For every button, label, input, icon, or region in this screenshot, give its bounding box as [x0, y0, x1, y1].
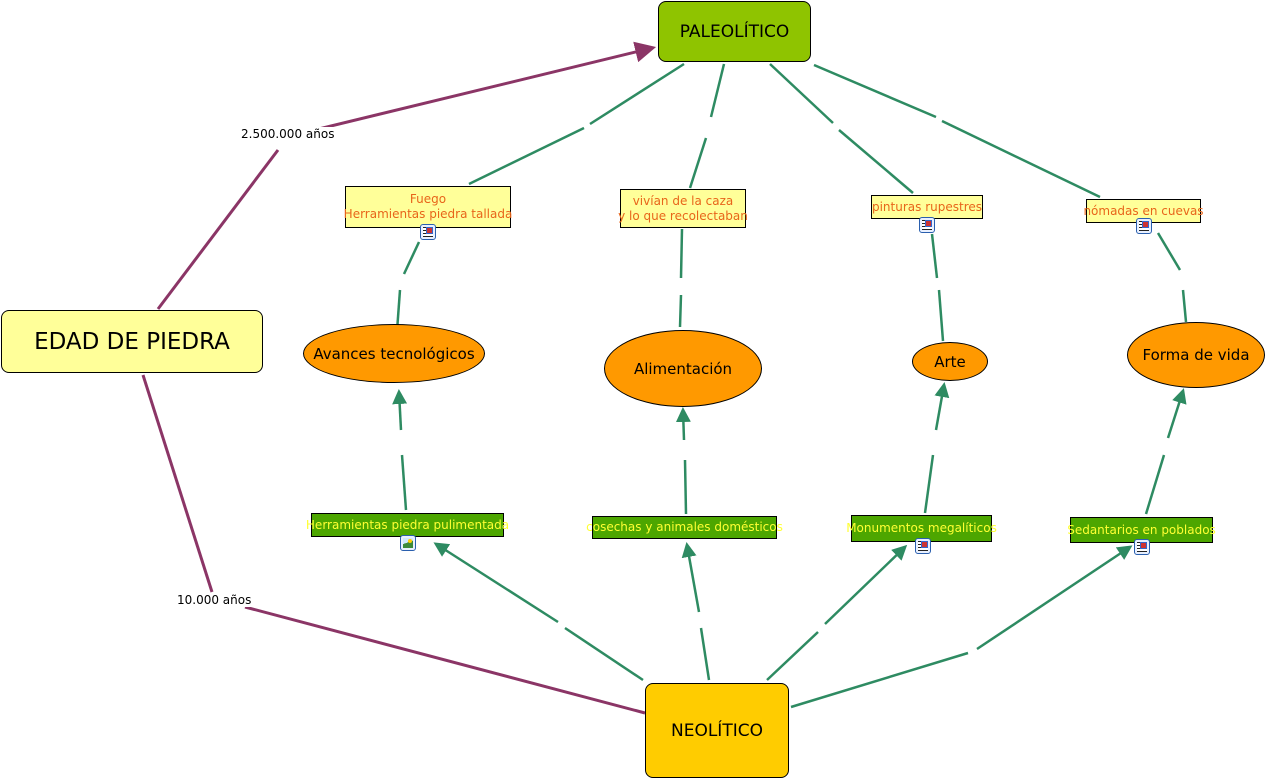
item-label: cosechas y animales domésticos: [586, 520, 783, 534]
root-link-neolitico: [141, 374, 646, 715]
category-label: Forma de vida: [1142, 346, 1250, 364]
category-label: Avances tecnológicos: [313, 344, 475, 363]
item-label: Sedantarios en poblados: [1067, 522, 1216, 537]
paleo-item-pinturas-rupestres[interactable]: pinturas rupestres: [871, 195, 983, 219]
root-node-edad-de-piedra[interactable]: EDAD DE PIEDRA: [1, 310, 263, 373]
item-line-1: Fuego: [409, 192, 447, 206]
item-line-2: Herramientas piedra tallada: [343, 207, 513, 221]
image-resource-icon[interactable]: [400, 535, 416, 551]
root-node-label: EDAD DE PIEDRA: [34, 328, 230, 355]
neo-item-sedentarios-poblados[interactable]: Sedantarios en poblados: [1067, 517, 1216, 543]
paleo-item-fuego-herramientas[interactable]: Fuego Herramientas piedra tallada: [343, 186, 513, 228]
neo-item-category-links: [392, 382, 1187, 515]
neo-links: [433, 542, 1133, 709]
item-label: Herramientas piedra pulimentada: [305, 517, 510, 532]
document-resource-icon[interactable]: [915, 538, 931, 554]
item-label: nómadas en cuevas: [1083, 203, 1204, 218]
item-label: Monumentos megalíticos: [846, 521, 997, 535]
document-resource-icon[interactable]: [919, 217, 935, 233]
category-alimentacion[interactable]: Alimentación: [604, 330, 762, 407]
link-label-neolitico-age: 10.000 años: [175, 593, 254, 607]
neo-item-piedra-pulimentada[interactable]: Herramientas piedra pulimentada: [306, 513, 509, 537]
period-node-neolitico[interactable]: NEOLÍTICO: [645, 683, 789, 778]
link-label-paleolitico-age: 2.500.000 años: [239, 127, 337, 141]
item-label: pinturas rupestres: [871, 199, 983, 214]
category-avances-tecnologicos[interactable]: Avances tecnológicos: [303, 324, 485, 383]
document-resource-icon[interactable]: [1134, 539, 1150, 555]
neo-item-cosechas-animales[interactable]: cosechas y animales domésticos: [586, 516, 783, 539]
root-link-paleolitico: [156, 41, 657, 310]
item-line-2: y lo que recolectaban: [618, 208, 748, 223]
item-line-1: vivían de la caza: [632, 193, 734, 208]
category-label: Alimentación: [633, 359, 733, 378]
paleo-item-category-links: [395, 228, 1188, 342]
paleolitico-label: PALEOLÍTICO: [679, 21, 790, 42]
period-node-paleolitico[interactable]: PALEOLÍTICO: [658, 1, 811, 62]
category-arte[interactable]: Arte: [912, 342, 988, 381]
neolitico-label: NEOLÍTICO: [671, 720, 763, 741]
category-forma-de-vida[interactable]: Forma de vida: [1127, 322, 1265, 388]
document-resource-icon[interactable]: [420, 224, 436, 240]
category-label: Arte: [934, 352, 966, 371]
paleo-links: [468, 62, 1101, 199]
document-resource-icon[interactable]: [1136, 218, 1152, 234]
paleo-item-caza-recoleccion[interactable]: vivían de la caza y lo que recolectaban: [618, 189, 748, 228]
